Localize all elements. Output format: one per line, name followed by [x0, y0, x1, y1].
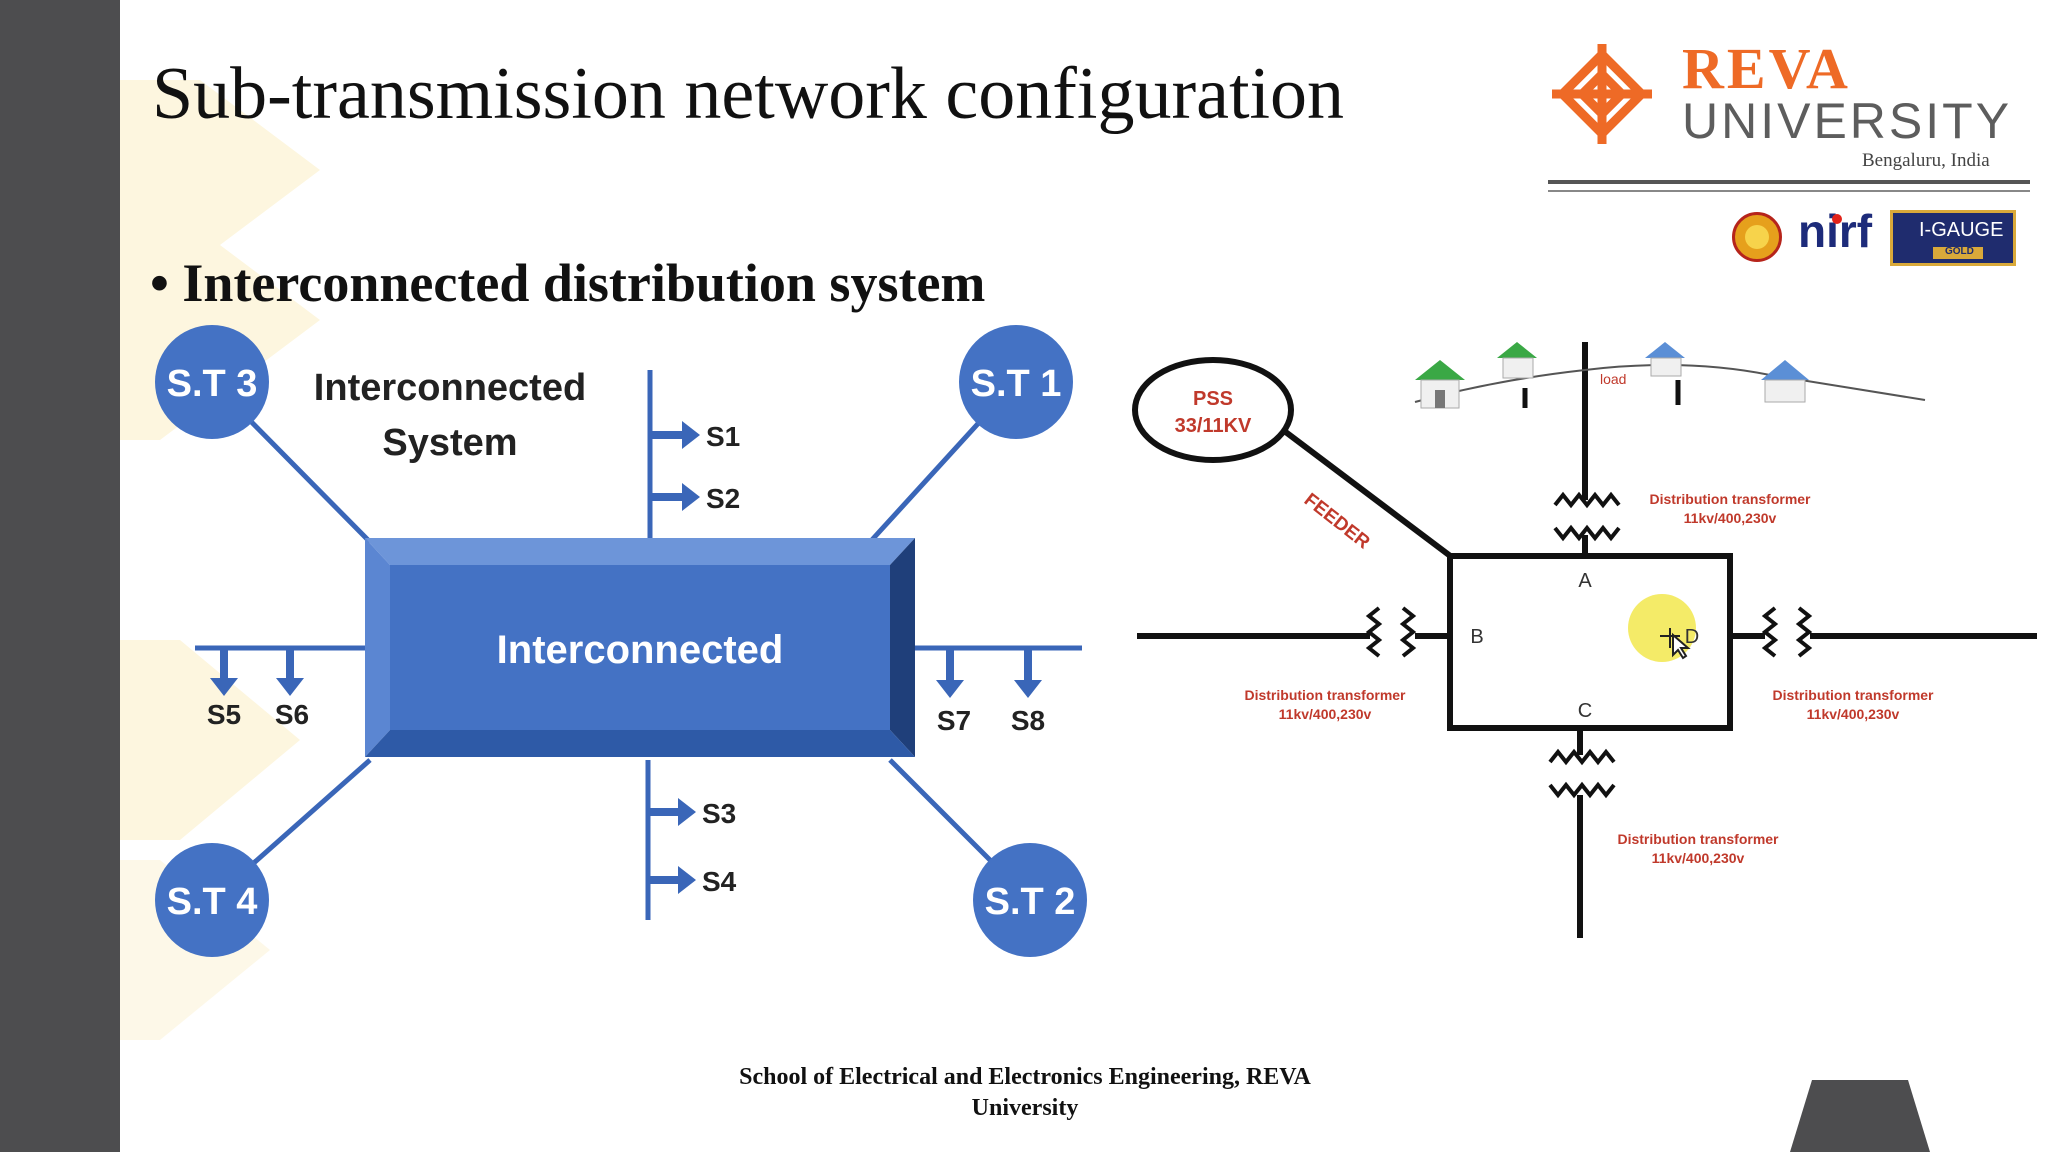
feeder-s5: S5 — [207, 650, 241, 730]
corner-trapezoid-decoration — [1790, 1080, 1930, 1152]
s6-label: S6 — [275, 699, 309, 730]
node-a-label: A — [1578, 570, 1592, 592]
bullet-point: • Interconnected distribution system — [150, 253, 986, 313]
s4-label: S4 — [702, 866, 737, 897]
pss-label-line1: PSS — [1193, 388, 1233, 410]
logo-subtitle: UNIVERSITY — [1682, 93, 2013, 149]
load-label: load — [1600, 371, 1626, 387]
transformer-left-label: Distribution transformer — [1244, 687, 1406, 703]
node-b-label: B — [1470, 626, 1483, 648]
logo-name: REVA — [1682, 36, 1851, 101]
aicte-seal-icon — [1732, 212, 1782, 262]
transformer-right-icon — [1761, 606, 1813, 658]
logo-divider — [1548, 180, 2030, 184]
transformer-left-rating: 11kv/400,230v — [1279, 706, 1372, 722]
interconnected-system-diagram: Interconnected S.T 3 S.T 1 S.T 4 S.T 2 I… — [155, 325, 1087, 957]
s5-label: S5 — [207, 699, 241, 730]
s7-label: S7 — [937, 705, 971, 736]
footer-line-1: School of Electrical and Electronics Eng… — [739, 1064, 1311, 1090]
house-4-icon — [1761, 360, 1809, 403]
feeder-label: FEEDER — [1300, 489, 1374, 553]
block-label: Interconnected — [497, 628, 784, 672]
transformer-bottom-label: Distribution transformer — [1617, 831, 1779, 847]
qs-gold-strip — [1933, 247, 1983, 259]
distribution-network-diagram: PSS 33/11KV FEEDER load Distribution tra… — [1132, 342, 2037, 938]
substation-st3: S.T 3 — [155, 325, 269, 439]
feeder-s7: S7 — [936, 650, 971, 736]
logo-divider-thin — [1548, 190, 2030, 192]
feeder-s2: S2 — [652, 483, 740, 514]
left-sidebar-bar — [0, 0, 120, 1152]
node-c-label: C — [1578, 700, 1592, 722]
qs-badge-text: I-GAUGE — [1919, 219, 2004, 241]
s2-label: S2 — [706, 483, 740, 514]
s8-label: S8 — [1011, 705, 1045, 736]
transformer-right-label: Distribution transformer — [1772, 687, 1934, 703]
s3-label: S3 — [702, 798, 736, 829]
interconnected-block — [365, 538, 915, 757]
house-2-icon — [1497, 342, 1537, 379]
pss-substation: PSS 33/11KV — [1132, 357, 1294, 463]
house-1-icon — [1415, 360, 1465, 409]
s1-label: S1 — [706, 421, 740, 452]
logo-location: Bengaluru, India — [1862, 150, 1990, 171]
substation-st1: S.T 1 — [959, 325, 1073, 439]
pss-label-line2: 33/11KV — [1175, 415, 1252, 437]
diagram-heading-line1: Interconnected — [314, 367, 586, 409]
feeder-s3: S3 — [650, 798, 736, 829]
diagram-heading-line2: System — [382, 422, 517, 464]
transformer-right-rating: 11kv/400,230v — [1807, 706, 1900, 722]
transformer-top-icon — [1553, 491, 1621, 542]
nirf-dot-icon — [1832, 214, 1842, 224]
st3-label: S.T 3 — [167, 363, 258, 405]
transformer-bottom-rating: 11kv/400,230v — [1652, 850, 1745, 866]
feeder-s4: S4 — [650, 866, 737, 897]
transformer-top-rating: 11kv/400,230v — [1684, 510, 1777, 526]
house-3-icon — [1645, 342, 1685, 377]
feeder-line — [1281, 427, 1455, 561]
substation-st2: S.T 2 — [973, 843, 1087, 957]
substation-st4: S.T 4 — [155, 843, 269, 957]
footer-line-2: University — [971, 1095, 1079, 1121]
transformer-bottom-icon — [1548, 748, 1616, 799]
move-cursor-icon — [1660, 628, 1691, 660]
transformer-left-icon — [1365, 606, 1417, 658]
reva-knot-emblem-icon — [1552, 44, 1652, 144]
qs-grade-text: GOLD — [1945, 246, 1974, 257]
feeder-s6: S6 — [275, 650, 309, 730]
feeder-s1: S1 — [652, 421, 740, 452]
st1-label: S.T 1 — [971, 363, 1062, 405]
node-d-label: D — [1685, 626, 1699, 648]
st2-label: S.T 2 — [985, 881, 1076, 923]
st4-label: S.T 4 — [167, 881, 258, 923]
feeder-s8: S8 — [1011, 650, 1045, 736]
slide-footer: School of Electrical and Electronics Eng… — [700, 1062, 1350, 1124]
transformer-top-label: Distribution transformer — [1649, 491, 1811, 507]
slide-title: Sub-transmission network configuration — [152, 53, 1345, 135]
reva-university-logo: REVA UNIVERSITY Bengaluru, India nirf I-… — [1540, 30, 2040, 290]
qs-i-gauge-badge: I-GAUGE GOLD — [1890, 210, 2016, 266]
